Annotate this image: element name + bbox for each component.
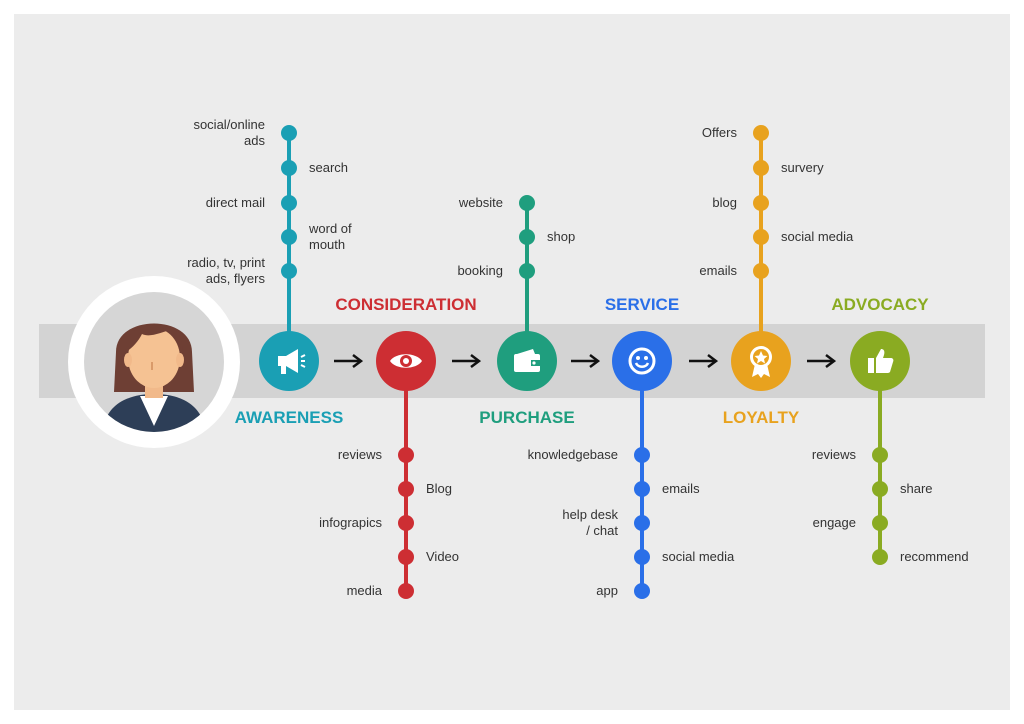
purchase-stage-circle — [497, 331, 557, 391]
award-badge-icon — [746, 344, 776, 378]
consideration-touchpoint-dot — [398, 481, 414, 497]
awareness-touchpoint-label: social/online ads — [193, 117, 265, 148]
advocacy-touchpoint-dot — [872, 481, 888, 497]
advocacy-touchpoint-label: reviews — [811, 447, 856, 462]
consideration-connector-line — [404, 361, 408, 591]
awareness-touchpoint-dot — [281, 229, 297, 245]
consideration-touchpoint-dot — [398, 447, 414, 463]
purchase-touchpoint-dot — [519, 195, 535, 211]
awareness-touchpoint-label: radio, tv, print ads, flyers — [187, 255, 265, 286]
loyalty-touchpoint-dot — [753, 160, 769, 176]
purchase-connector-line — [525, 203, 529, 361]
consideration-touchpoint-label: Video — [426, 549, 460, 564]
loyalty-touchpoint-dot — [753, 195, 769, 211]
right-arrow-icon — [570, 353, 601, 374]
awareness-touchpoint-label: direct mail — [205, 195, 265, 210]
advocacy-touchpoint-dot — [872, 447, 888, 463]
loyalty-touchpoint-label: survery — [781, 160, 824, 175]
advocacy-touchpoint-label: engage — [812, 515, 856, 530]
service-stage-title: SERVICE — [604, 295, 680, 314]
loyalty-touchpoint-label: social media — [781, 229, 854, 244]
right-arrow-icon — [333, 353, 364, 374]
service-touchpoint-label: social media — [662, 549, 735, 564]
person-illustration — [102, 323, 206, 432]
service-touchpoint-label: app — [596, 583, 618, 598]
consideration-touchpoint-label: infograpics — [319, 515, 382, 530]
smiley-icon — [627, 346, 657, 376]
purchase-touchpoint-label: website — [458, 195, 503, 210]
wallet-icon — [511, 348, 543, 374]
service-touchpoint-dot — [634, 447, 650, 463]
consideration-touchpoint-label: reviews — [337, 447, 382, 462]
loyalty-stage-circle — [731, 331, 791, 391]
consideration-stage-title: CONSIDERATION — [335, 295, 477, 314]
awareness-touchpoint-dot — [281, 195, 297, 211]
purchase-touchpoint-dot — [519, 229, 535, 245]
consideration-touchpoint-dot — [398, 549, 414, 565]
awareness-touchpoint-dot — [281, 125, 297, 141]
right-arrow-icon — [806, 353, 837, 374]
awareness-touchpoint-label: word of mouth — [309, 221, 352, 252]
megaphone-icon — [272, 346, 306, 376]
loyalty-stage-title: LOYALTY — [722, 408, 800, 427]
service-touchpoint-label: help desk / chat — [562, 507, 618, 538]
consideration-touchpoint-label: media — [346, 583, 382, 598]
right-arrow-icon — [451, 353, 482, 374]
loyalty-touchpoint-label: Offers — [701, 125, 737, 140]
service-touchpoint-label: knowledgebase — [527, 447, 618, 462]
right-arrow-icon — [688, 353, 719, 374]
loyalty-touchpoint-dot — [753, 229, 769, 245]
awareness-touchpoint-dot — [281, 263, 297, 279]
service-touchpoint-label: emails — [662, 481, 700, 496]
loyalty-connector-line — [759, 133, 763, 361]
advocacy-touchpoint-label: recommend — [900, 549, 969, 564]
purchase-touchpoint-label: booking — [457, 263, 503, 278]
loyalty-touchpoint-dot — [753, 125, 769, 141]
advocacy-touchpoint-dot — [872, 549, 888, 565]
service-connector-line — [640, 361, 644, 591]
awareness-touchpoint-label: search — [309, 160, 349, 175]
advocacy-touchpoint-label: share — [900, 481, 933, 496]
service-touchpoint-dot — [634, 549, 650, 565]
consideration-stage-circle — [376, 331, 436, 391]
advocacy-stage-title: ADVOCACY — [831, 295, 929, 314]
awareness-touchpoint-dot — [281, 160, 297, 176]
loyalty-touchpoint-label: blog — [712, 195, 737, 210]
awareness-stage-title: AWARENESS — [234, 408, 344, 427]
awareness-stage-circle — [259, 331, 319, 391]
purchase-touchpoint-dot — [519, 263, 535, 279]
consideration-touchpoint-dot — [398, 515, 414, 531]
advocacy-touchpoint-dot — [872, 515, 888, 531]
person-avatar-icon — [84, 292, 224, 432]
service-touchpoint-dot — [634, 583, 650, 599]
purchase-touchpoint-label: shop — [547, 229, 576, 244]
service-touchpoint-dot — [634, 481, 650, 497]
eye-icon — [388, 350, 424, 372]
consideration-touchpoint-label: Blog — [426, 481, 453, 496]
purchase-stage-title: PURCHASE — [479, 408, 575, 427]
service-touchpoint-dot — [634, 515, 650, 531]
awareness-connector-line — [287, 133, 291, 361]
advocacy-stage-circle — [850, 331, 910, 391]
loyalty-touchpoint-label: emails — [699, 263, 737, 278]
service-stage-circle — [612, 331, 672, 391]
consideration-touchpoint-dot — [398, 583, 414, 599]
thumbs-up-icon — [865, 346, 895, 376]
loyalty-touchpoint-dot — [753, 263, 769, 279]
